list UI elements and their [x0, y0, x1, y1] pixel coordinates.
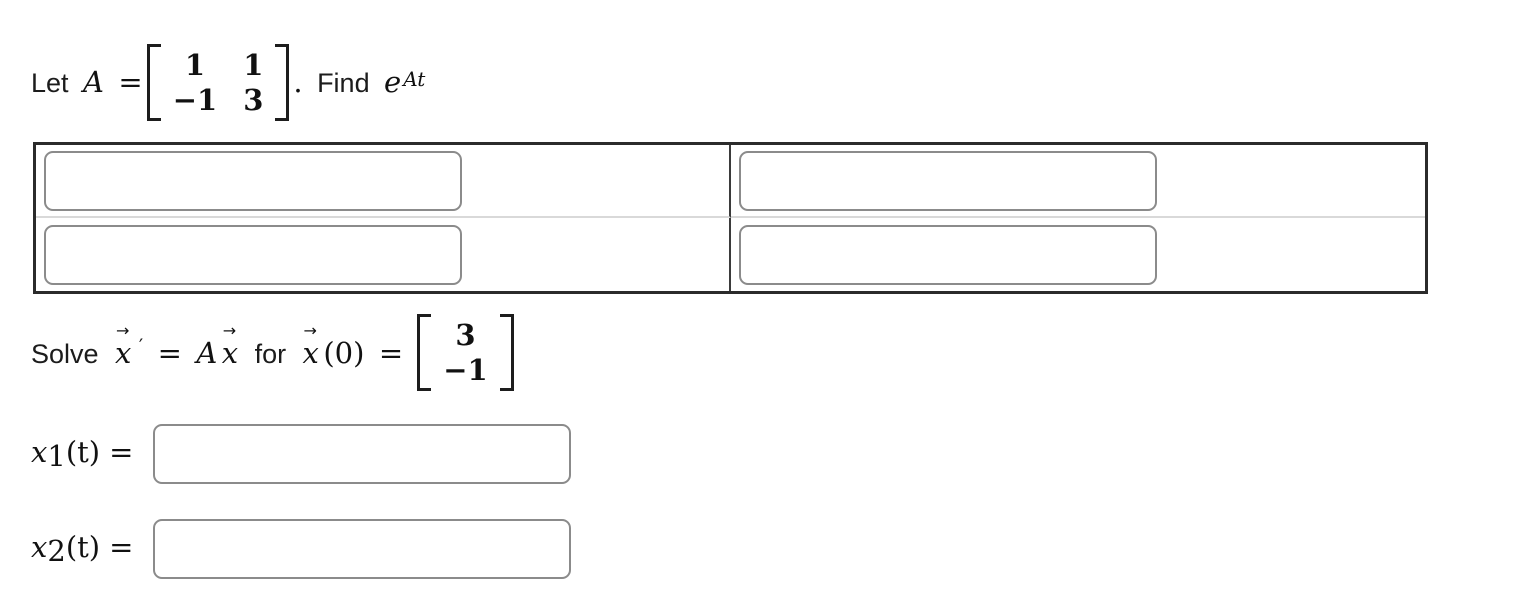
x2-answer-input[interactable]: [153, 519, 571, 579]
matrix-entry-r2c1: −1: [172, 82, 218, 117]
matrix-answer-table: [33, 142, 1428, 294]
variable-A: A: [83, 65, 104, 99]
exponent-At: At: [403, 66, 426, 91]
x1-equals: =: [109, 434, 134, 469]
x1-label: x1(t)=: [31, 435, 153, 473]
matrix-entry-r1c2: 1: [243, 47, 264, 82]
answer-row-x1: x1(t)=: [31, 424, 571, 484]
x2-args: (t): [65, 529, 101, 564]
matrix-answer-cell-r1c1: [36, 145, 731, 218]
vector-bracket-left: [417, 313, 432, 391]
matrix-answer-input-r1c1[interactable]: [44, 150, 462, 211]
matrix-entry-r1c1: 1: [184, 47, 206, 82]
variable-A-2: A: [196, 335, 218, 370]
x1-subscript: 1: [47, 439, 66, 474]
matrix-bracket-right: [275, 43, 290, 121]
vector-entry-r2: −1: [443, 352, 488, 387]
solve-equation-text: Solve x ′ = A x for x (0) =: [31, 321, 413, 370]
matrix-answer-input-r2c2[interactable]: [738, 224, 1157, 285]
matrix-answer-input-r2c1[interactable]: [44, 224, 462, 285]
arg-zero: (0): [323, 335, 365, 370]
matrix-entry-r2c2: 3: [243, 82, 264, 117]
vector-x-prime-base: x: [115, 321, 131, 370]
matrix-A: 1 1 −1 3: [146, 43, 290, 121]
find-text: Find: [317, 68, 370, 98]
x1-base: x: [31, 434, 48, 469]
matrix-answer-cell-r1c2: [730, 145, 1425, 218]
equals-sign: =: [118, 65, 143, 99]
matrix-answer-cell-r2c2: [731, 218, 1426, 291]
matrix-answer-input-r1c2[interactable]: [738, 150, 1157, 211]
vector-bracket-right: [499, 313, 514, 391]
let-a-equals-text: Let A =: [31, 65, 143, 99]
x1-answer-input[interactable]: [153, 424, 571, 484]
equals-sign-1: =: [157, 335, 182, 370]
vector-x0-matrix: 3 −1: [417, 313, 514, 391]
prime-mark: ′: [138, 334, 144, 357]
let-text: Let: [31, 68, 69, 98]
x2-base: x: [31, 529, 48, 564]
x2-equals: =: [109, 529, 134, 564]
problem-statement-2: Solve x ′ = A x for x (0) = 3 −1: [31, 308, 518, 396]
matrix-A-entries: 1 1 −1 3: [161, 44, 276, 121]
euler-e: e: [384, 65, 402, 99]
answer-row-x2: x2(t)=: [31, 519, 571, 579]
matrix-answer-cell-r2c1: [36, 218, 731, 291]
for-text: for: [254, 338, 287, 369]
vector-x0-entries: 3 −1: [431, 314, 499, 391]
vector-x-rhs: x: [222, 321, 238, 370]
period: .: [293, 65, 303, 99]
matrix-bracket-left: [146, 43, 161, 121]
equals-sign-2: =: [378, 335, 404, 370]
vector-entry-r1: 3: [455, 317, 476, 352]
x2-label: x2(t)=: [31, 530, 153, 568]
x2-subscript: 2: [47, 534, 66, 569]
vector-x-initial: x: [303, 321, 319, 370]
solve-text: Solve: [31, 338, 99, 369]
x1-args: (t): [65, 434, 101, 469]
